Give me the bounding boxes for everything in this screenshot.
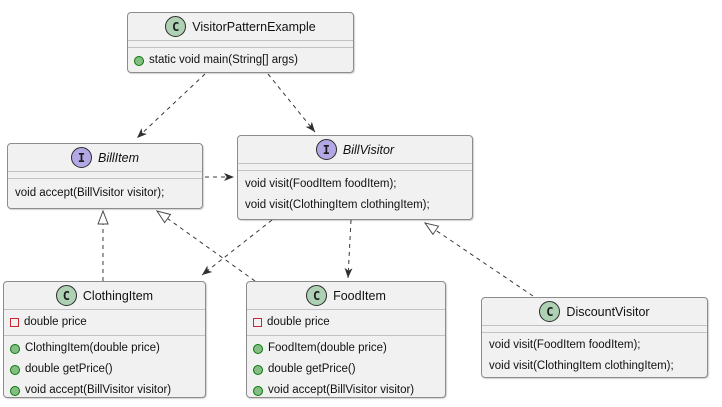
public-method-icon	[253, 364, 263, 375]
method-row: void visit(ClothingItem clothingItem);	[482, 356, 707, 377]
class-clothingitem: C ClothingItem double price ClothingItem…	[3, 281, 206, 398]
fields-compartment-empty	[8, 171, 202, 178]
methods-compartment: void accept(BillVisitor visitor);	[8, 178, 202, 208]
method-row: void visit(FoodItem foodItem);	[238, 174, 472, 195]
fields-compartment-empty	[482, 325, 707, 332]
method-signature: void visit(FoodItem foodItem);	[489, 339, 641, 351]
field-row: double price	[247, 312, 445, 333]
field-signature: double price	[24, 316, 87, 328]
interface-icon: I	[315, 139, 337, 160]
private-field-icon	[10, 318, 19, 327]
method-signature: FoodItem(double price)	[268, 342, 387, 354]
fields-compartment: double price	[247, 309, 445, 335]
edge-vpe-to-billitem-dependency	[136, 73, 206, 139]
public-method-icon	[134, 55, 144, 66]
class-name: VisitorPatternExample	[192, 19, 316, 34]
edge-billvisitor-to-clothingitem-dependency	[201, 219, 273, 276]
class-header: C DiscountVisitor	[482, 298, 707, 325]
method-row: static void main(String[] args)	[128, 50, 353, 71]
method-row: FoodItem(double price)	[247, 338, 445, 359]
edge-vpe-to-billvisitor-dependency	[267, 73, 316, 133]
public-method-icon	[10, 385, 20, 396]
methods-compartment: ClothingItem(double price) double getPri…	[4, 335, 205, 403]
method-row: void accept(BillVisitor visitor)	[4, 380, 205, 401]
method-row: void visit(FoodItem foodItem);	[482, 335, 707, 356]
public-method-icon	[10, 343, 20, 354]
interface-name: BillVisitor	[342, 142, 395, 157]
method-row: double getPrice()	[4, 359, 205, 380]
public-method-icon	[253, 343, 263, 354]
class-header: C VisitorPatternExample	[128, 13, 353, 40]
fields-compartment: double price	[4, 309, 205, 335]
method-row: void accept(BillVisitor visitor);	[8, 183, 202, 204]
class-icon: C	[55, 285, 77, 306]
method-signature: void accept(BillVisitor visitor)	[25, 384, 172, 396]
interface-icon: I	[71, 147, 92, 168]
methods-compartment: void visit(FoodItem foodItem); void visi…	[482, 332, 707, 379]
class-fooditem: C FoodItem double price FoodItem(double …	[246, 281, 446, 398]
private-field-icon	[253, 318, 262, 327]
method-signature: void accept(BillVisitor visitor);	[15, 187, 165, 199]
method-signature: void visit(ClothingItem clothingItem);	[489, 360, 674, 372]
public-method-icon	[253, 385, 263, 396]
edge-billvisitor-to-fooditem-dependency	[344, 219, 353, 279]
method-signature: void visit(ClothingItem clothingItem);	[245, 199, 430, 211]
method-signature: static void main(String[] args)	[149, 54, 298, 66]
method-signature: double getPrice()	[268, 363, 356, 375]
class-icon: C	[306, 285, 328, 306]
edge-fooditem-realizes-billitem	[157, 211, 256, 282]
class-discountvisitor: C DiscountVisitor void visit(FoodItem fo…	[481, 297, 708, 378]
method-signature: void visit(FoodItem foodItem);	[245, 178, 397, 190]
class-icon: C	[539, 301, 561, 322]
interface-billvisitor: I BillVisitor void visit(FoodItem foodIt…	[237, 135, 473, 220]
interface-billitem: I BillItem void accept(BillVisitor visit…	[7, 143, 203, 209]
fields-compartment-empty	[238, 163, 472, 170]
class-name: FoodItem	[333, 288, 386, 303]
interface-name: BillItem	[98, 150, 139, 165]
method-row: double getPrice()	[247, 359, 445, 380]
method-signature: double getPrice()	[25, 363, 113, 375]
methods-compartment: static void main(String[] args)	[128, 47, 353, 73]
field-signature: double price	[267, 316, 330, 328]
method-row: ClothingItem(double price)	[4, 338, 205, 359]
method-row: void accept(BillVisitor visitor)	[247, 380, 445, 401]
field-row: double price	[4, 312, 205, 333]
class-icon: C	[165, 16, 187, 37]
class-name: ClothingItem	[82, 288, 154, 303]
class-name: DiscountVisitor	[566, 304, 650, 319]
method-signature: void accept(BillVisitor visitor)	[268, 384, 415, 396]
class-visitorpatternexample: C VisitorPatternExample static void main…	[127, 12, 354, 73]
class-header: C ClothingItem	[4, 282, 205, 309]
methods-compartment: FoodItem(double price) double getPrice()…	[247, 335, 445, 403]
interface-header: I BillItem	[8, 144, 202, 171]
method-row: void visit(ClothingItem clothingItem);	[238, 195, 472, 216]
interface-header: I BillVisitor	[238, 136, 472, 163]
methods-compartment: void visit(FoodItem foodItem); void visi…	[238, 170, 472, 219]
class-header: C FoodItem	[247, 282, 445, 309]
fields-compartment-empty	[128, 40, 353, 47]
public-method-icon	[10, 364, 20, 375]
method-signature: ClothingItem(double price)	[25, 342, 160, 354]
